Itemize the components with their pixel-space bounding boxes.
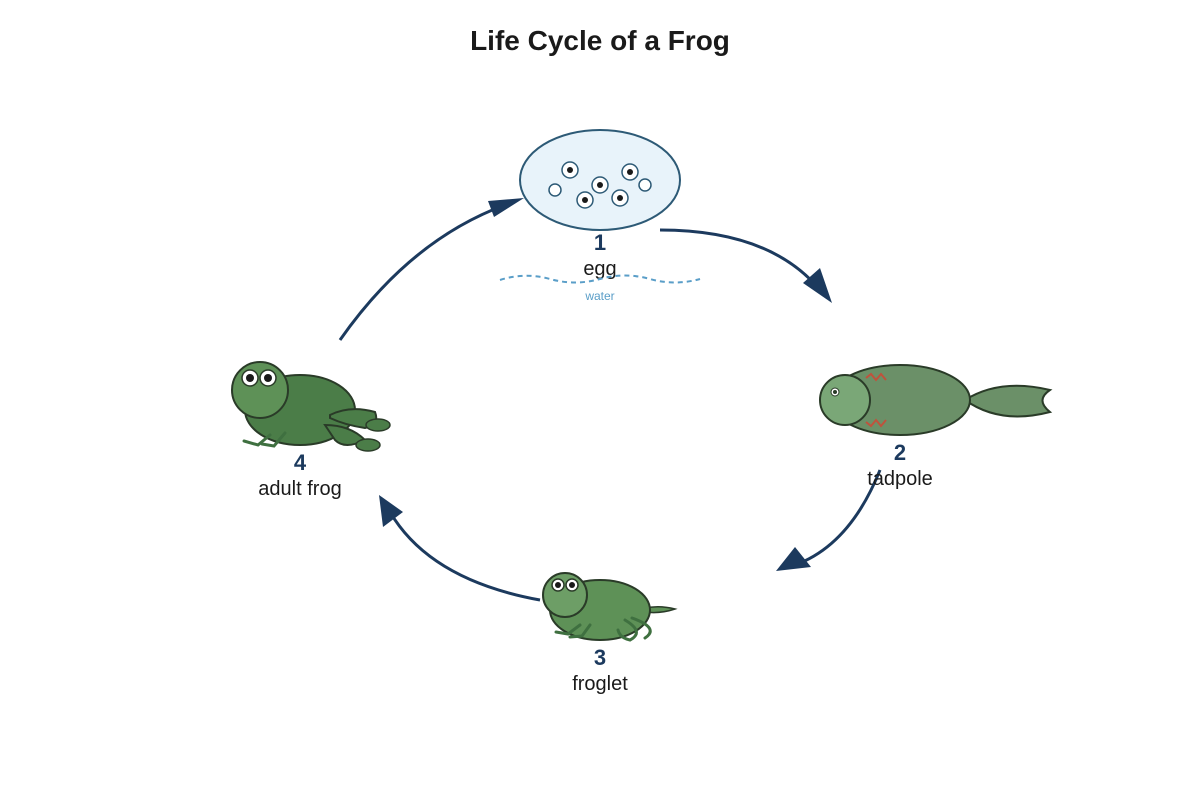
adult-frog-icon bbox=[231, 361, 391, 452]
water-line bbox=[499, 274, 701, 284]
diagram-title: Life Cycle of a Frog bbox=[470, 25, 730, 56]
cycle-arrow-adult-to-egg bbox=[338, 198, 524, 341]
stage-tadpole-number: 2 bbox=[894, 440, 906, 465]
egg-mass-icon bbox=[519, 129, 681, 231]
stage-froglet-label: froglet bbox=[572, 673, 628, 695]
stage-egg: 1 egg water bbox=[499, 129, 701, 303]
stage-adult-frog-number: 4 bbox=[294, 450, 307, 475]
stage-egg-number: 1 bbox=[594, 230, 606, 255]
stage-froglet: 3 froglet bbox=[542, 572, 678, 695]
cycle-arrow-egg-to-tadpole bbox=[659, 228, 832, 303]
stage-egg-label: egg bbox=[583, 258, 616, 280]
tadpole-icon bbox=[819, 364, 1053, 436]
stage-adult-frog-label: adult frog bbox=[258, 478, 341, 500]
stage-froglet-number: 3 bbox=[594, 645, 606, 670]
stage-tadpole-label: tadpole bbox=[867, 468, 933, 490]
water-label: water bbox=[584, 289, 614, 303]
froglet-icon bbox=[542, 572, 678, 642]
stage-tadpole: 2 tadpole bbox=[819, 364, 1053, 490]
cycle-arrow-froglet-to-adult bbox=[379, 495, 541, 602]
cycle-arrow-tadpole-to-froglet bbox=[776, 469, 882, 571]
stage-adult-frog: 4 adult frog bbox=[231, 361, 391, 500]
